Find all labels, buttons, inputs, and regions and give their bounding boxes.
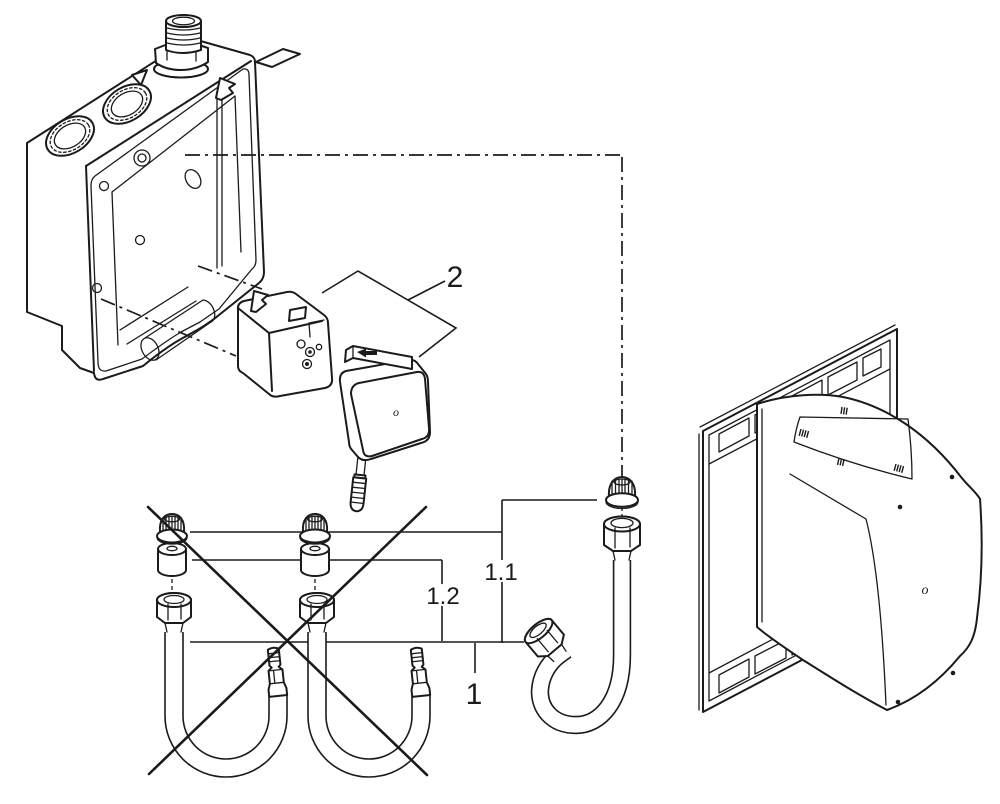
label-sticker [793, 416, 913, 480]
label-backing [426, 584, 460, 606]
filter-cap [605, 476, 639, 510]
callout-labels: 2 1.1 1.2 1 [426, 261, 518, 711]
seal-bushing [300, 542, 330, 577]
connection-hose-good [523, 476, 641, 735]
sticker-print-marks [798, 406, 905, 473]
mounting-holes [91, 149, 202, 294]
module-clip [250, 290, 269, 313]
union-nut [603, 515, 641, 561]
module-face-mark: o [393, 405, 399, 419]
union-nut [156, 592, 192, 633]
arrow-marking [357, 348, 377, 358]
callout-label-1-1: 1.1 [484, 559, 517, 586]
cover-screw-dots [895, 474, 956, 705]
hose-set-crossed [156, 513, 432, 778]
alignment-centerlines [100, 154, 623, 478]
threaded-connection [153, 14, 209, 79]
cross-out-x [146, 505, 429, 777]
barbed-adapter [266, 646, 289, 698]
callout-2-bracket [321, 270, 458, 358]
protection-cover: o [698, 324, 983, 713]
callout-label-1: 1 [466, 678, 483, 711]
label-backing [484, 560, 518, 582]
corner-tab [255, 48, 301, 68]
seal-bushing [157, 542, 187, 577]
cover-face-mark: o [922, 583, 929, 598]
callout-label-2: 2 [447, 261, 464, 294]
module-latch-tab [288, 306, 307, 322]
rough-in-box [26, 14, 301, 381]
cover-dome: o [756, 393, 983, 711]
callout-label-1-2: 1.2 [426, 583, 459, 610]
knockout-ring-2 [102, 83, 152, 125]
knockout-ring-1 [45, 115, 95, 157]
rim-notch [131, 69, 148, 86]
cable-plug [349, 455, 368, 513]
module-holes [296, 339, 323, 370]
barbed-adapter [409, 646, 432, 698]
filter-cap [299, 513, 331, 545]
valve-module-housing [236, 290, 334, 398]
retainer-clip [215, 77, 236, 101]
union-nut-tilted [523, 617, 567, 663]
interior-channel [119, 286, 216, 361]
filter-cap [156, 513, 188, 545]
control-module: o [338, 345, 431, 513]
